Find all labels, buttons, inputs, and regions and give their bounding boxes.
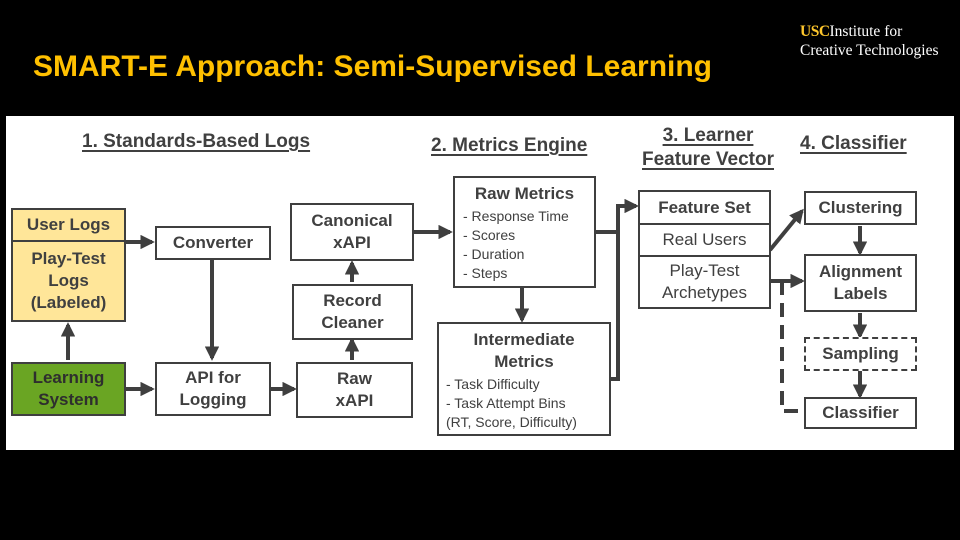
heading-feature-vector: Feature Vector (642, 149, 774, 170)
sampling-label: Sampling (822, 344, 899, 363)
intermediate-metrics-list: - Task Difficulty - Task Attempt Bins (R… (446, 375, 609, 432)
learning-system-box: Learning System (11, 362, 126, 416)
raw-metrics-list: - Response Time - Scores - Duration - St… (463, 207, 594, 283)
intermediate-metric-item: (RT, Score, Difficulty) (446, 414, 577, 430)
user-logs-box: User Logs (11, 208, 126, 242)
record-cleaner-label: Record Cleaner (321, 291, 384, 332)
play-test-archetypes-box: Play-Test Archetypes (638, 255, 771, 309)
record-cleaner-box: Record Cleaner (292, 284, 413, 340)
feature-set-box: Feature Set (638, 190, 771, 225)
logo-line2: Creative Technologies (800, 42, 939, 59)
real-users-box: Real Users (638, 223, 771, 257)
raw-xapi-label: Raw xAPI (335, 369, 374, 410)
heading-classifier: 4. Classifier (800, 133, 907, 154)
play-test-logs-box: Play-Test Logs (Labeled) (11, 240, 126, 322)
classifier-label: Classifier (822, 403, 899, 422)
raw-metric-item: - Duration (463, 246, 525, 262)
logo-line1: Institute for (829, 23, 903, 40)
real-users-label: Real Users (662, 230, 747, 249)
alignment-labels-label: Alignment Labels (818, 262, 903, 303)
slide-title: SMART-E Approach: Semi-Supervised Learni… (33, 50, 712, 83)
raw-metric-item: - Scores (463, 227, 516, 243)
heading-learner: 3. Learner (662, 125, 754, 146)
heading-learner-feature-vector: 3. Learner Feature Vector (632, 124, 784, 172)
converter-label: Converter (172, 233, 254, 252)
raw-metric-item: - Steps (463, 265, 508, 281)
heading-standards-based-logs: 1. Standards-Based Logs (82, 131, 311, 152)
raw-metric-item: - Response Time (463, 208, 569, 224)
usc-ict-logo: USCInstitute for Creative Technologies (800, 22, 939, 60)
intermediate-metric-item: - Task Difficulty (446, 376, 540, 392)
logo-usc: USC (800, 23, 830, 40)
play-test-archetypes-label: Play-Test Archetypes (661, 261, 748, 302)
intermediate-metrics-title: Intermediate Metrics (473, 330, 575, 371)
raw-xapi-box: Raw xAPI (296, 362, 413, 418)
intermediate-metric-item: - Task Attempt Bins (446, 395, 566, 411)
heading-metrics-engine: 2. Metrics Engine (431, 135, 588, 156)
dashed-line-archetypes-to-classifier (780, 281, 802, 413)
alignment-labels-box: Alignment Labels (804, 254, 917, 312)
sampling-box: Sampling (804, 337, 917, 371)
user-logs-label: User Logs (26, 215, 111, 234)
api-for-logging-label: API for Logging (179, 368, 247, 409)
api-for-logging-box: API for Logging (155, 362, 271, 416)
classifier-box: Classifier (804, 397, 917, 429)
learning-system-label: Learning System (32, 368, 105, 409)
clustering-label: Clustering (818, 198, 903, 217)
arrow-real-users-to-clustering (768, 208, 804, 252)
clustering-box: Clustering (804, 191, 917, 225)
canonical-xapi-box: Canonical xAPI (290, 203, 414, 261)
line-intermediate-to-feature-set (611, 206, 620, 381)
canonical-xapi-label: Canonical xAPI (311, 211, 393, 252)
feature-set-label: Feature Set (658, 197, 751, 217)
converter-box: Converter (155, 226, 271, 260)
raw-metrics-box: Raw Metrics - Response Time - Scores - D… (453, 176, 596, 288)
raw-metrics-title: Raw Metrics (474, 184, 575, 203)
intermediate-metrics-box: Intermediate Metrics - Task Difficulty -… (437, 322, 611, 436)
play-test-logs-label: Play-Test Logs (Labeled) (30, 249, 107, 312)
